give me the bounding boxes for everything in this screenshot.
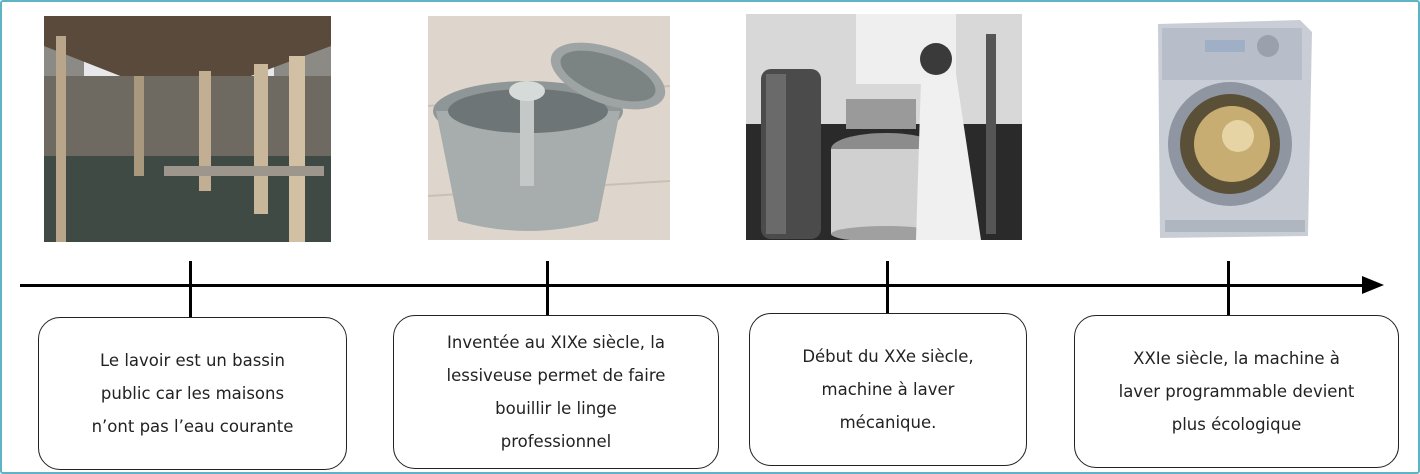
timeline-arrowhead <box>1362 276 1384 294</box>
timeline-tick <box>546 261 549 318</box>
event-box-modern-machine: XXIe siècle, la machine à laver programm… <box>1074 315 1399 468</box>
timeline-tick <box>1227 261 1230 318</box>
timeline-tick <box>189 261 192 318</box>
timeline-tick <box>886 261 889 318</box>
event-box-lavoir: Le lavoir est un bassin public car les m… <box>38 317 347 470</box>
modern-washing-machine-photo <box>1140 14 1315 240</box>
lavoir-photo <box>44 16 331 242</box>
timeline-line <box>20 284 1365 287</box>
event-box-mechanical-machine: Début du XXe siècle, machine à laver méc… <box>749 313 1027 466</box>
lessiveuse-photo <box>428 16 670 240</box>
mechanical-washing-machine-photo <box>746 14 1022 240</box>
event-box-lessiveuse: Inventée au XIXe siècle, la lessiveuse p… <box>393 315 719 469</box>
